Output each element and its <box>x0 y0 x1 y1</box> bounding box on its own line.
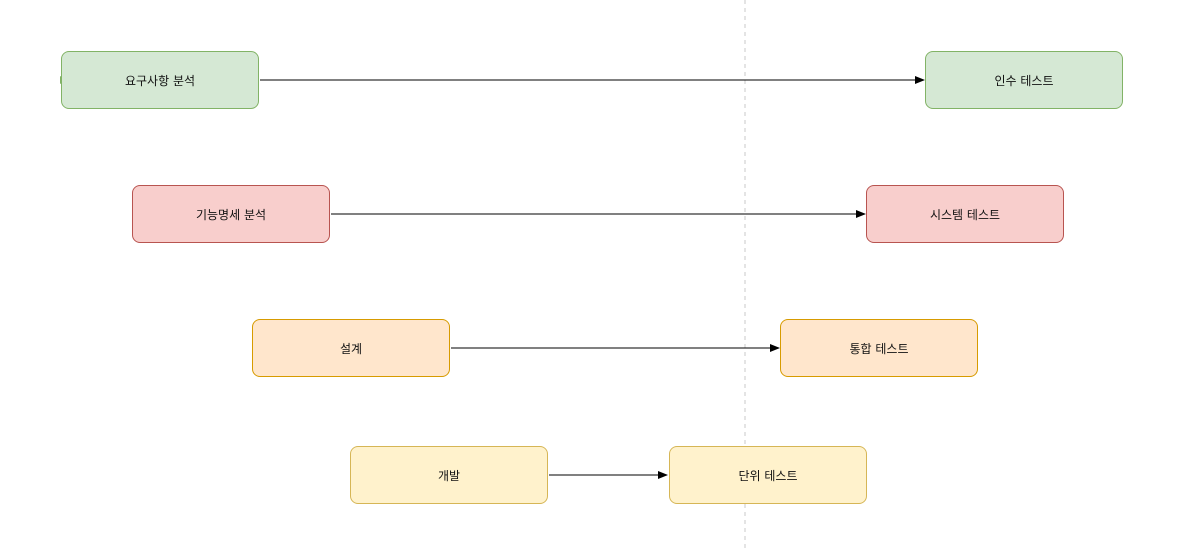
node-label: 시스템 테스트 <box>929 207 1001 222</box>
node-system-test[interactable]: 시스템 테스트 <box>866 185 1064 243</box>
node-label: 개발 <box>437 468 461 483</box>
node-label: 단위 테스트 <box>738 468 798 483</box>
node-unit-test[interactable]: 단위 테스트 <box>669 446 867 504</box>
node-label: 기능명세 분석 <box>195 207 267 222</box>
node-label: 설계 <box>339 341 363 356</box>
node-acceptance-test[interactable]: 인수 테스트 <box>925 51 1123 109</box>
node-label: 인수 테스트 <box>994 73 1054 88</box>
node-integration-test[interactable]: 통합 테스트 <box>780 319 978 377</box>
node-functional-spec-analysis[interactable]: 기능명세 분석 <box>132 185 330 243</box>
node-label: 통합 테스트 <box>849 341 909 356</box>
node-requirements-analysis[interactable]: 요구사항 분석 <box>61 51 259 109</box>
node-label: 요구사항 분석 <box>124 73 196 88</box>
node-design[interactable]: 설계 <box>252 319 450 377</box>
node-development[interactable]: 개발 <box>350 446 548 504</box>
